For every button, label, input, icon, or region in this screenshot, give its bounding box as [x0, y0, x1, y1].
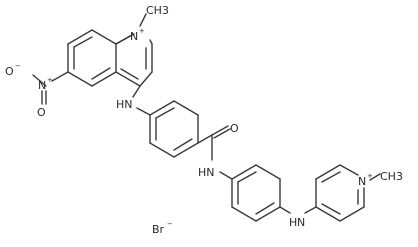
bromide-symbol: Br [152, 223, 165, 236]
amine-1-bonds [132, 85, 151, 116]
nitro-oxygen: O [37, 106, 46, 119]
carbonyl-oxygen: O [230, 122, 239, 135]
quinolinium-nitrogen: N [130, 30, 138, 43]
nitro-oxygen-charge: − [15, 62, 21, 70]
bromide-charge: − [167, 220, 173, 228]
pyridinium-ring [315, 164, 381, 222]
amine-2-nitrogen: N [297, 216, 305, 229]
benzamide-ring [149, 100, 199, 158]
pyridinium-methyl: CH3 [380, 170, 403, 183]
aniline-ring [219, 164, 281, 222]
quinolinium-charge: + [139, 27, 145, 35]
nitro-bonds [32, 71, 69, 105]
pyridinium-nitrogen: N [358, 175, 366, 188]
carbonyl-bonds [197, 125, 231, 161]
nitro-nitrogen-charge: + [47, 76, 53, 84]
amine-2-hydrogen: H [289, 216, 297, 229]
amide-nitrogen: HN [198, 166, 215, 179]
amine-2-bonds [279, 206, 317, 214]
pyridinium-charge: + [367, 172, 373, 180]
nitro-nitrogen: N [38, 79, 46, 92]
amine-1: HN [116, 98, 133, 111]
quinolinium-methyl: CH3 [146, 4, 169, 17]
nitro-oxygen-anion: O [5, 65, 14, 78]
quinoline-core [67, 13, 153, 87]
